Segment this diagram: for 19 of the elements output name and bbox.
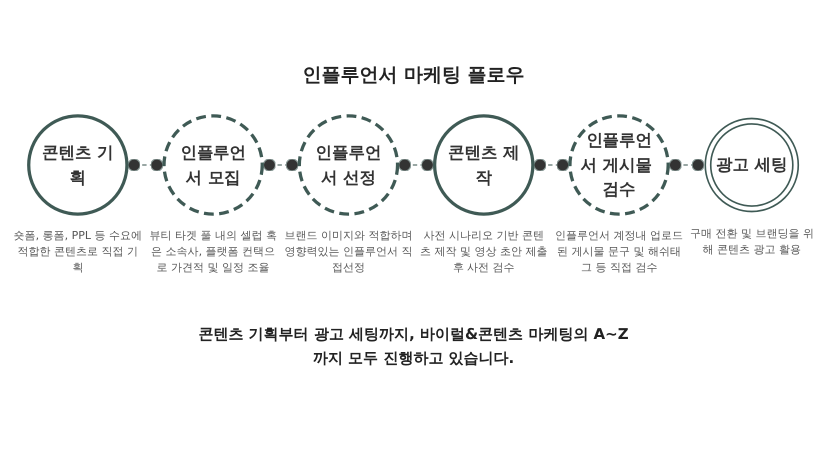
step-description: 사전 시나리오 기반 콘텐츠 제작 및 영상 초안 제출후 사전 검수 [419, 228, 548, 276]
connector [532, 158, 570, 172]
node-circle: 콘텐츠 제작 [433, 114, 534, 216]
step-description: 숏폼, 롱폼, PPL 등 수요에 적합한 콘텐츠로 직접 기획 [12, 228, 143, 276]
step-description: 구매 전환 및 브랜딩을 위해 콘텐츠 광고 활용 [688, 226, 815, 258]
step-description: 인플루언서 계정내 업로드된 게시물 문구 및 해쉬태그 등 직접 검수 [554, 228, 684, 276]
connector [668, 158, 706, 172]
connector [126, 158, 164, 172]
node-circle: 콘텐츠 기획 [27, 114, 129, 216]
connector [398, 158, 435, 172]
caption: 콘텐츠 기획부터 광고 세팅까지, 바이럴&콘텐츠 마케팅의 A~Z까지 모두 진행하고 있습니다. [197, 324, 630, 369]
node-circle: 인플루언서 선정 [298, 114, 400, 216]
node-circle: 인플루언서 모집 [162, 114, 264, 216]
connector [262, 158, 300, 172]
title: 인플루언서 마케팅 플로우 [302, 64, 525, 86]
step-description: 브랜드 이미지와 적합하며 영향력있는 인플루언서 직접선정 [283, 228, 414, 276]
node-circle: 인플루언서 게시물 검수 [568, 114, 670, 216]
node-circle: 광고 세팅 [704, 118, 800, 212]
step-description: 뷰티 타겟 풀 내의 셀럽 혹은 소속사, 플랫폼 컨택으로 가견적 및 일정 조율 [148, 228, 278, 276]
